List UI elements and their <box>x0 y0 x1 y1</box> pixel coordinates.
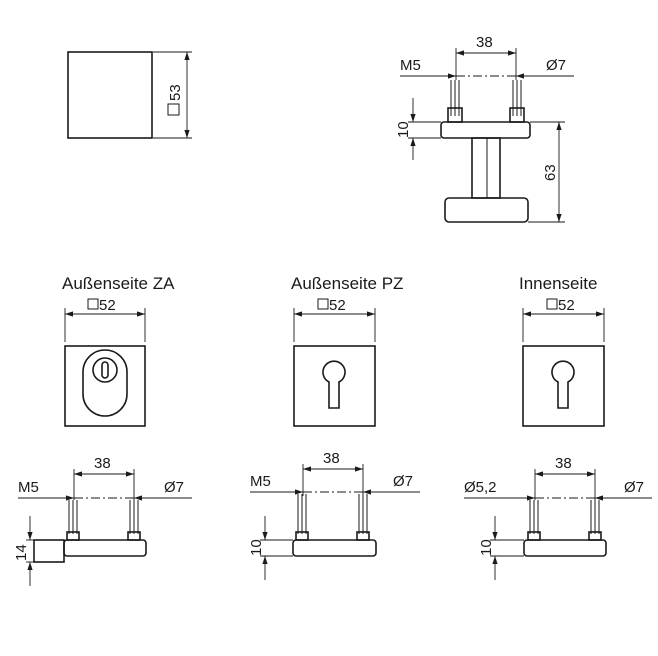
panel-innenseite: Innenseite 52 <box>519 274 605 427</box>
square-symbol <box>167 103 180 116</box>
right-label: Ø7 <box>164 479 184 496</box>
square-symbol <box>546 298 558 310</box>
panel-square-label: 52 <box>329 297 346 314</box>
square-symbol <box>317 298 329 310</box>
knob-shaft <box>471 137 501 199</box>
spacing-label: 38 <box>94 455 111 472</box>
panel-title: Außenseite PZ <box>291 274 403 293</box>
top-square-view: 53 <box>67 51 192 139</box>
height-label: 63 <box>542 164 559 181</box>
height-label: 10 <box>248 539 265 556</box>
rosette-plate <box>63 539 147 557</box>
square-outline <box>67 51 153 139</box>
rosette-plate <box>523 539 607 557</box>
pz-cylinder-cutout <box>551 360 575 409</box>
right-label: Ø7 <box>393 473 413 490</box>
panel-aussenseite-pz: Außenseite PZ 52 <box>291 274 403 427</box>
cylinder-core <box>92 357 118 383</box>
rosette-square <box>64 345 146 427</box>
plate-thickness-label: 10 <box>395 121 412 138</box>
right-label: Ø7 <box>624 479 644 496</box>
rosette-plate <box>292 539 377 557</box>
panel-title: Innenseite <box>519 274 597 293</box>
square-dimension-label: 53 <box>167 84 184 101</box>
knob <box>444 197 529 223</box>
spacing-label: 38 <box>323 450 340 467</box>
pz-cylinder-cutout <box>322 360 346 409</box>
left-label: M5 <box>18 479 39 496</box>
square-symbol <box>87 298 99 310</box>
cylinder-cover <box>33 539 65 563</box>
pin-diameter-label: Ø7 <box>546 57 566 74</box>
rosette-plate <box>440 121 531 139</box>
left-label: M5 <box>250 473 271 490</box>
height-label: 14 <box>13 544 30 561</box>
panel-aussenseite-za: Außenseite ZA 52 <box>62 274 175 427</box>
rosette-square <box>293 345 376 427</box>
key-slot <box>101 361 109 379</box>
top-side-view: 38 M5 Ø7 10 <box>395 34 574 223</box>
bottom-side-view-innen: 38 Ø5,2 Ø7 10 <box>464 455 652 580</box>
spacing-label: 38 <box>476 34 493 51</box>
panel-square-label: 52 <box>99 297 116 314</box>
panel-title: Außenseite ZA <box>62 274 175 293</box>
cylinder-cover-oval <box>82 349 128 417</box>
left-label: Ø5,2 <box>464 479 497 496</box>
height-label: 10 <box>478 539 495 556</box>
spacing-label: 38 <box>555 455 572 472</box>
rosette-square <box>522 345 605 427</box>
bottom-side-view-za: 38 M5 Ø7 14 <box>13 455 192 586</box>
bottom-side-view-pz: 38 M5 Ø7 10 <box>248 450 420 580</box>
thread-label: M5 <box>400 57 421 74</box>
panel-square-label: 52 <box>558 297 575 314</box>
